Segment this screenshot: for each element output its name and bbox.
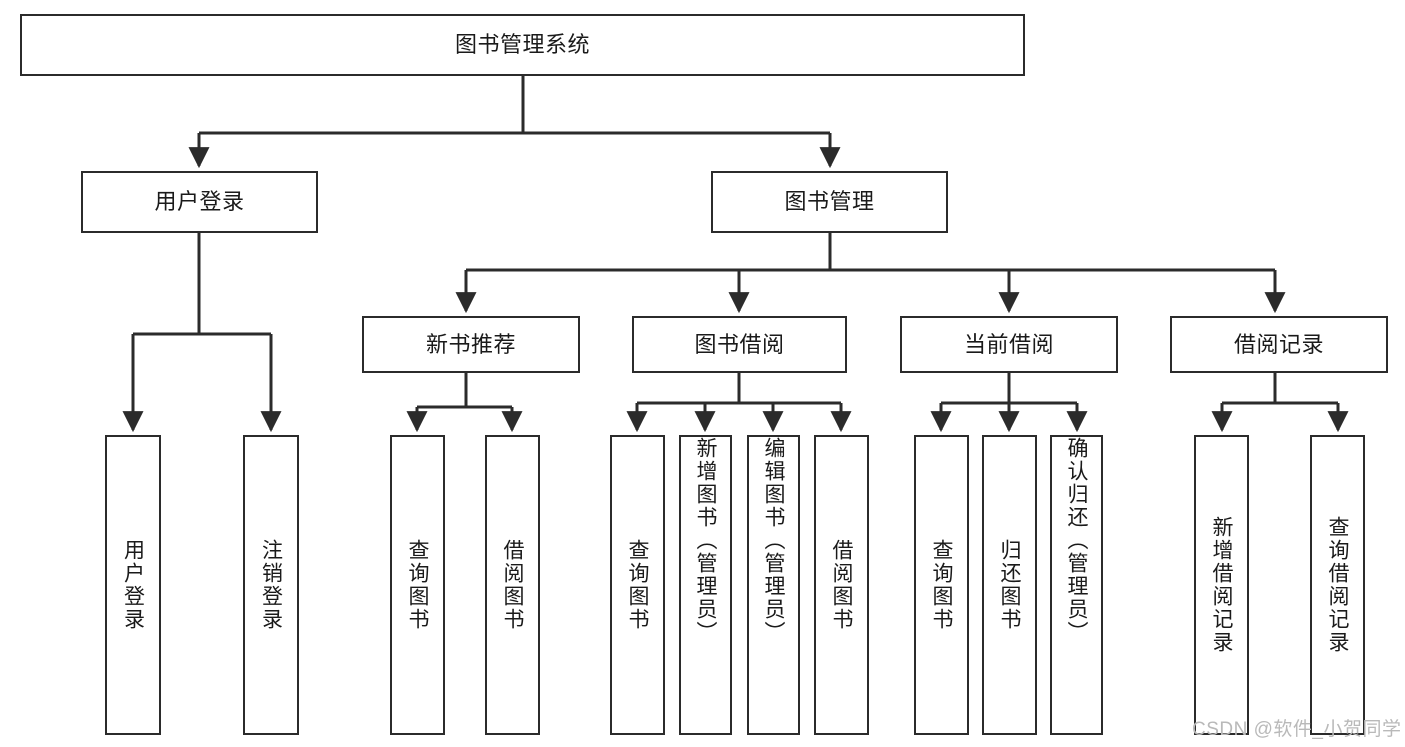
node-leaf-user-login[interactable]: 用户登录: [105, 435, 161, 735]
node-leaf-borrow-book-2-label: 借阅图书: [830, 539, 853, 631]
node-leaf-borrow-book-1[interactable]: 借阅图书: [485, 435, 540, 735]
leaf-text-wrap: 归还图书: [998, 437, 1021, 733]
node-borrow-record-label: 借阅记录: [1233, 331, 1324, 357]
node-book-borrow-label: 图书借阅: [694, 331, 785, 357]
node-leaf-confirm-return[interactable]: 确认归还（管理员）: [1050, 435, 1103, 735]
node-leaf-user-login-label: 用户登录: [121, 539, 145, 631]
leaf-text-wrap: 新增图书（管理员）: [694, 437, 717, 733]
node-user-login-label: 用户登录: [154, 189, 245, 215]
watermark: CSDN @软件_小贺同学: [1192, 719, 1402, 740]
node-leaf-add-record[interactable]: 新增借阅记录: [1194, 435, 1249, 735]
node-leaf-query-book-1[interactable]: 查询图书: [390, 435, 445, 735]
leaf-text-wrap: 注销登录: [259, 437, 283, 733]
leaf-text-wrap: 用户登录: [121, 437, 145, 733]
node-leaf-borrow-book-2[interactable]: 借阅图书: [814, 435, 869, 735]
node-new-book-recommend[interactable]: 新书推荐: [362, 316, 580, 373]
node-leaf-query-book-2-label: 查询图书: [626, 539, 649, 631]
node-user-login[interactable]: 用户登录: [81, 171, 318, 233]
node-root[interactable]: 图书管理系统: [20, 14, 1025, 76]
node-new-book-recommend-label: 新书推荐: [425, 331, 516, 357]
node-leaf-return-book-label: 归还图书: [998, 539, 1021, 631]
node-root-label: 图书管理系统: [454, 32, 590, 58]
node-current-borrow-label: 当前借阅: [963, 331, 1054, 357]
node-book-borrow[interactable]: 图书借阅: [632, 316, 847, 373]
node-leaf-add-record-label: 新增借阅记录: [1210, 516, 1233, 654]
node-leaf-add-book-label: 新增图书（管理员）: [694, 437, 717, 644]
node-leaf-edit-book-label: 编辑图书（管理员）: [762, 437, 785, 644]
node-leaf-query-book-2[interactable]: 查询图书: [610, 435, 665, 735]
node-leaf-edit-book[interactable]: 编辑图书（管理员）: [747, 435, 800, 735]
node-leaf-query-record[interactable]: 查询借阅记录: [1310, 435, 1365, 735]
node-book-manage-label: 图书管理: [784, 189, 875, 215]
leaf-text-wrap: 查询图书: [626, 437, 649, 733]
node-leaf-query-book-3-label: 查询图书: [930, 539, 953, 631]
node-leaf-user-logout-label: 注销登录: [259, 539, 283, 631]
node-current-borrow[interactable]: 当前借阅: [900, 316, 1118, 373]
leaf-text-wrap: 借阅图书: [501, 437, 524, 733]
leaf-text-wrap: 查询图书: [406, 437, 429, 733]
node-borrow-record[interactable]: 借阅记录: [1170, 316, 1388, 373]
node-leaf-query-book-3[interactable]: 查询图书: [914, 435, 969, 735]
node-leaf-add-book[interactable]: 新增图书（管理员）: [679, 435, 732, 735]
node-book-manage[interactable]: 图书管理: [711, 171, 948, 233]
leaf-text-wrap: 新增借阅记录: [1210, 437, 1233, 733]
node-leaf-query-book-1-label: 查询图书: [406, 539, 429, 631]
leaf-text-wrap: 查询图书: [930, 437, 953, 733]
leaf-text-wrap: 查询借阅记录: [1326, 437, 1349, 733]
node-leaf-user-logout[interactable]: 注销登录: [243, 435, 299, 735]
node-leaf-borrow-book-1-label: 借阅图书: [501, 539, 524, 631]
leaf-text-wrap: 确认归还（管理员）: [1065, 437, 1088, 733]
node-leaf-confirm-return-label: 确认归还（管理员）: [1065, 437, 1088, 644]
leaf-text-wrap: 借阅图书: [830, 437, 853, 733]
node-leaf-query-record-label: 查询借阅记录: [1326, 516, 1349, 654]
leaf-text-wrap: 编辑图书（管理员）: [762, 437, 785, 733]
node-leaf-return-book[interactable]: 归还图书: [982, 435, 1037, 735]
